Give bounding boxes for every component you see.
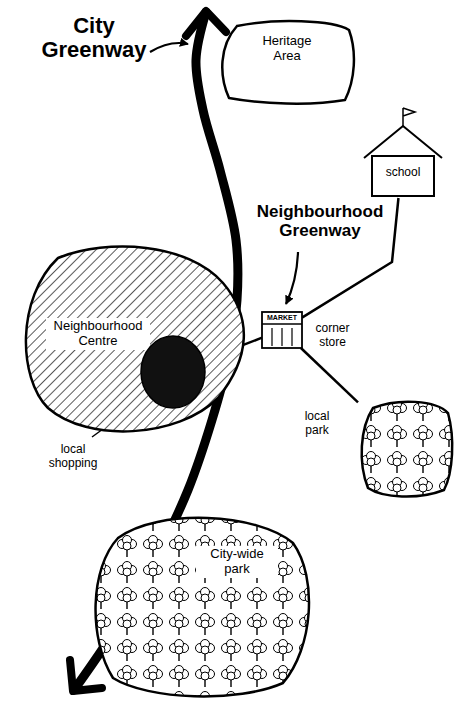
node-outline [88, 508, 313, 700]
place-name: local shopping [40, 443, 106, 471]
place-name: City-wide park [196, 546, 278, 578]
school-building: school [360, 118, 445, 198]
place-name: school [377, 166, 429, 180]
region-outline [362, 402, 453, 497]
greenway-arrowhead [70, 660, 102, 691]
heritage-area: Heritage Area [215, 18, 355, 106]
neighbourhood-centre: Neighbourhood Centrelocal shopping [18, 238, 253, 443]
city-wide-park: City-wide park [88, 508, 313, 700]
shopping-oval [141, 336, 205, 408]
node-outline [358, 398, 454, 498]
store-sign-edge [262, 323, 302, 325]
region-outline [96, 518, 309, 697]
region-outline [26, 247, 244, 432]
node-outline [140, 335, 206, 409]
school-body [372, 156, 434, 196]
place-name: Heritage Area [251, 34, 323, 64]
local-park: local park [358, 398, 454, 498]
store-window [281, 328, 282, 346]
school-flag [403, 108, 415, 126]
region-outline [222, 21, 354, 104]
place-name: corner store [310, 322, 355, 350]
store-front [262, 312, 302, 348]
local-shopping: local shopping [140, 335, 206, 409]
greenway-arrowhead [186, 11, 226, 36]
store-window [271, 328, 272, 346]
place-name: Neighbourhood Centre [46, 318, 150, 350]
school-roof [364, 126, 442, 158]
greenway-label: City Greenway [38, 14, 150, 62]
corner-store: MARKETcorner store [262, 312, 302, 348]
store-sign-text: MARKET [262, 314, 302, 322]
store-window [291, 328, 292, 346]
pointer-arrow [150, 43, 188, 52]
place-name: local park [296, 410, 338, 438]
neighbourhood-greenway-line [301, 348, 358, 402]
node-outline [360, 118, 445, 198]
pointer-arrow [286, 252, 298, 304]
greenway-label: Neighbourhood Greenway [255, 203, 385, 240]
